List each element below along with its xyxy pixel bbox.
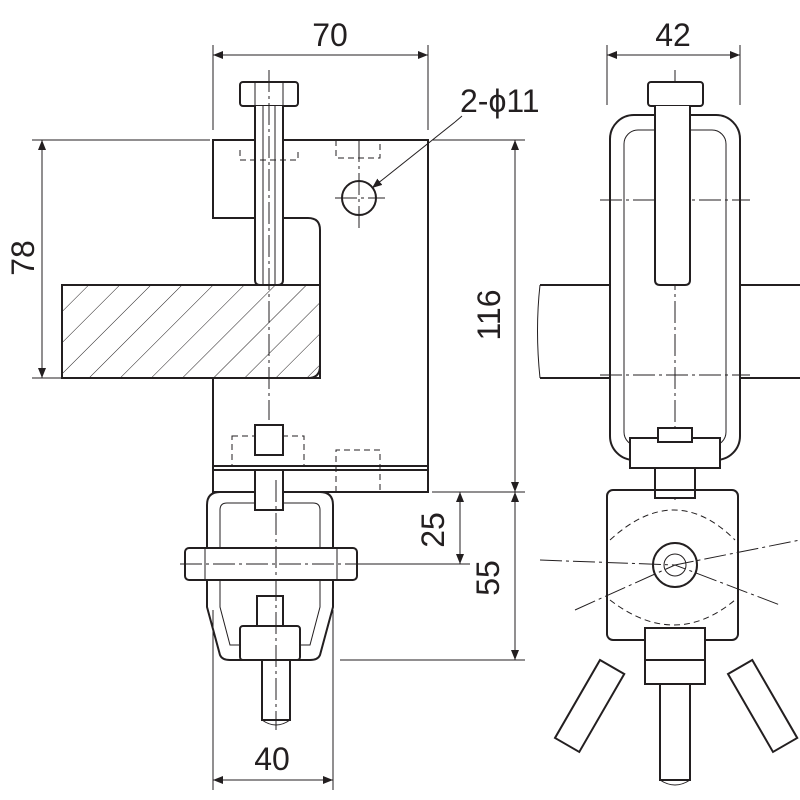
side-view bbox=[537, 70, 800, 786]
dim-clamp-offset: 25 bbox=[415, 512, 451, 548]
dim-clamp-height: 55 bbox=[470, 560, 506, 596]
dim-clamp-width: 40 bbox=[254, 741, 290, 777]
hanger-bracket bbox=[206, 491, 334, 661]
swivel-nut bbox=[652, 542, 698, 588]
rod-positions bbox=[553, 658, 799, 786]
dim-flange-height: 78 bbox=[5, 240, 41, 276]
front-view bbox=[61, 70, 429, 730]
clamp-body bbox=[212, 139, 429, 493]
dimension-lines bbox=[32, 45, 741, 790]
dim-side-width: 42 bbox=[655, 17, 691, 53]
dim-front-width: 70 bbox=[312, 17, 348, 53]
dim-hole-note: 2-ϕ11 bbox=[460, 83, 540, 119]
beam-section bbox=[61, 284, 321, 379]
rod-nut bbox=[239, 625, 301, 661]
dim-total-height: 116 bbox=[471, 289, 507, 340]
